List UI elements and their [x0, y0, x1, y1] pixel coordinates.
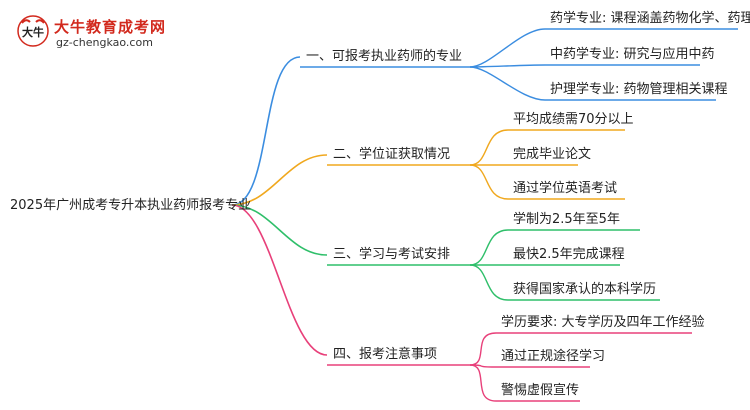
leaf-connector-3-1 [469, 229, 509, 266]
leaf-connector-1-2 [469, 64, 546, 68]
branch-label-2: 二、学位证获取情况 [333, 147, 451, 162]
leaf-connector-1-3 [469, 66, 546, 101]
leaf-label-4-3: 警惕虚假宣传 [501, 383, 580, 398]
branch-connector-3 [231, 204, 328, 256]
leaf-label-4-2: 通过正规途径学习 [501, 349, 606, 364]
logo-url: gz-chengkao.com [56, 36, 153, 49]
leaf-connector-4-2 [469, 364, 497, 368]
logo-mark-text: 大牛 [22, 25, 44, 39]
leaf-label-3-1: 学制为2.5年至5年 [513, 212, 620, 227]
leaf-label-1-1: 药学专业: 课程涵盖药物化学、药理学 [550, 11, 750, 26]
leaf-label-3-2: 最快2.5年完成课程 [513, 247, 625, 262]
leaf-label-4-1: 学历要求: 大专学历及四年工作经验 [501, 315, 705, 330]
site-logo: 大牛 大牛教育成考网 gz-chengkao.com [16, 14, 216, 54]
leaf-label-1-2: 中药学专业: 研究与应用中药 [550, 47, 715, 62]
leaf-connector-2-3 [469, 164, 509, 200]
branch-label-4: 四、报考注意事项 [333, 347, 438, 362]
logo-title: 大牛教育成考网 [54, 18, 167, 36]
leaf-label-2-2: 完成毕业论文 [513, 147, 592, 162]
leaf-connector-1-1 [469, 28, 546, 68]
root-topic: 2025年广州成考专升本执业药师报考专业 [10, 198, 252, 213]
branch-connector-4 [231, 204, 328, 356]
leaf-label-1-3: 护理学专业: 药物管理相关课程 [550, 82, 728, 97]
leaf-connector-2-1 [469, 129, 509, 166]
branch-label-1: 一、可报考执业药师的专业 [306, 49, 463, 64]
branch-connector-1 [231, 56, 301, 206]
leaf-connector-4-3 [469, 364, 497, 402]
ox-logo-icon: 大牛 [17, 15, 49, 47]
leaf-label-3-3: 获得国家承认的本科学历 [513, 282, 657, 297]
leaf-label-2-3: 通过学位英语考试 [513, 181, 618, 196]
leaf-connector-4-1 [469, 332, 497, 366]
branch-connector-2 [231, 154, 328, 206]
leaf-label-2-1: 平均成绩需70分以上 [513, 112, 634, 127]
branch-label-3: 三、学习与考试安排 [333, 247, 451, 262]
leaf-connector-3-3 [469, 264, 509, 301]
